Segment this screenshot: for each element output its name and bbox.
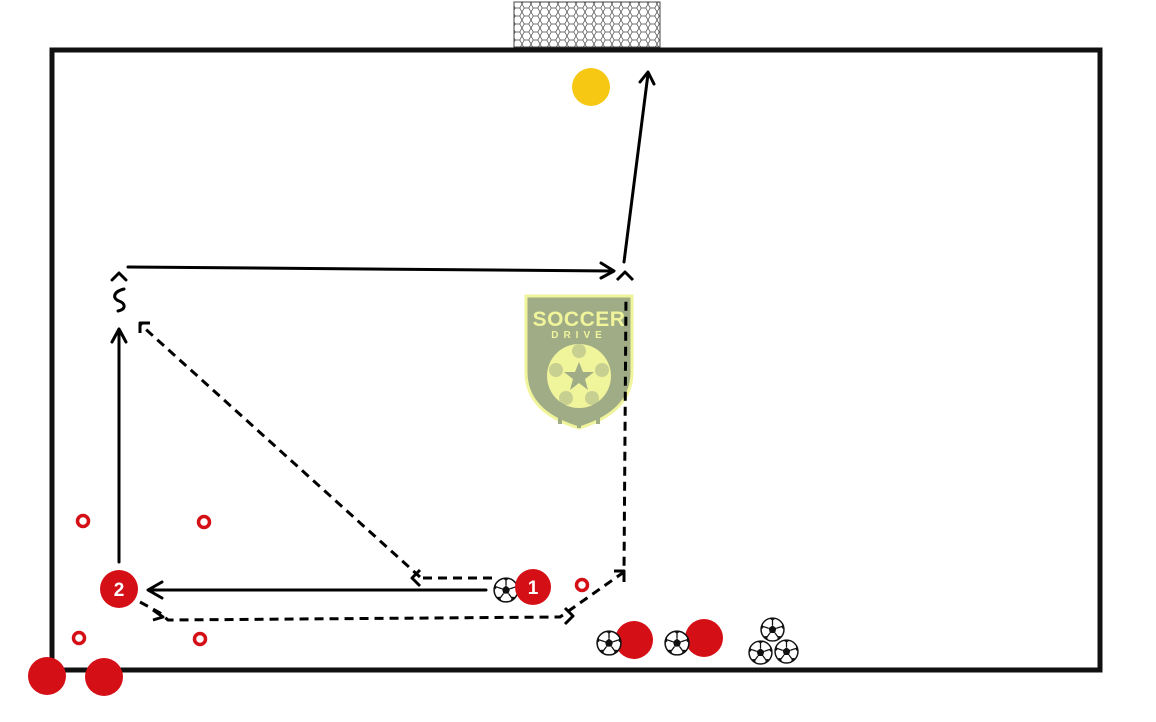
player-1-label: 1 — [528, 578, 539, 599]
logo-text-line1: SOCCER — [533, 308, 626, 331]
soccer-ball-icon — [493, 577, 519, 603]
ball-stack — [748, 617, 799, 665]
player-marker-icon — [615, 621, 653, 659]
cone-icon-group — [71, 513, 590, 647]
dribble-squiggle-icon — [110, 271, 128, 313]
player-2-marker: 2 — [100, 570, 138, 608]
cone-icon — [574, 577, 590, 593]
arrow-pass-across-top — [126, 261, 616, 280]
player-marker-icon — [685, 619, 723, 657]
player-marker-icon — [85, 658, 123, 696]
cone-icon — [196, 514, 212, 530]
logo-text-line2: DRIVE — [551, 330, 607, 341]
soccer-ball-icon — [760, 617, 785, 642]
cone-icon — [192, 631, 208, 647]
soccer-drive-logo: SOCCER DRIVE — [524, 294, 634, 430]
soccer-ball-icon — [774, 639, 799, 664]
arrow-run-up-left-side — [110, 327, 128, 564]
player-2-label: 2 — [114, 580, 125, 601]
soccer-ball-icon — [664, 630, 690, 656]
player-marker-icon — [28, 657, 66, 695]
cone-icon — [71, 630, 87, 646]
arrow-pass-1-to-2 — [146, 580, 488, 600]
goalkeeper-icon — [572, 68, 610, 106]
goal-net-icon — [513, 1, 661, 48]
field-boundary — [49, 47, 1103, 673]
run-dashed-overlap — [139, 270, 635, 626]
soccer-ball-icon — [748, 640, 773, 665]
cone-icon — [75, 513, 91, 529]
arrow-shot-to-goal — [622, 70, 656, 264]
soccer-ball-icon — [596, 630, 622, 656]
run-dashed-diagonal — [138, 321, 492, 588]
player-1-marker: 1 — [515, 569, 551, 605]
